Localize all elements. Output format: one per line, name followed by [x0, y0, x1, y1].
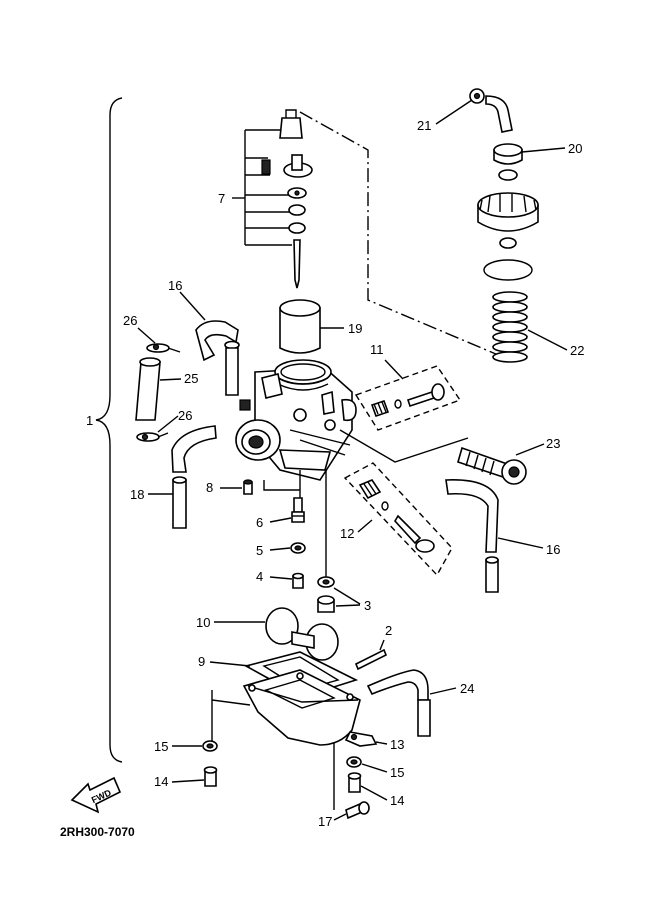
o-ring	[483, 259, 533, 281]
callout-22: 22	[570, 343, 584, 358]
part-24-drain-hose	[366, 669, 431, 737]
part-14-screw-right	[347, 772, 362, 793]
part-3-plug	[317, 576, 335, 613]
part-8-jet	[243, 479, 253, 495]
callout-26-bottom: 26	[178, 408, 192, 423]
part-26-clamp-bottom	[136, 432, 169, 442]
callout-20: 20	[568, 141, 582, 156]
group-brace	[95, 97, 123, 763]
callout-21: 21	[417, 118, 431, 133]
callout-15-left: 15	[154, 739, 168, 754]
callout-13: 13	[390, 737, 404, 752]
carburetor-top-cap	[477, 192, 539, 249]
fwd-arrow-icon: FWD	[70, 776, 122, 814]
group-label: 1	[86, 413, 93, 428]
callout-2: 2	[385, 623, 392, 638]
callout-15-right: 15	[390, 765, 404, 780]
callout-25: 25	[184, 371, 198, 386]
carburetor-body	[235, 359, 357, 481]
callout-23: 23	[546, 436, 560, 451]
part-code: 2RH300-7070	[60, 825, 135, 839]
part-2-float-pin	[354, 648, 388, 671]
callout-9: 9	[198, 654, 205, 669]
part-13-bracket	[344, 731, 378, 747]
assembly-guide-line	[299, 111, 511, 361]
part-21-elbow	[469, 88, 513, 133]
callout-16-right: 16	[546, 542, 560, 557]
float-bowl	[242, 669, 361, 746]
callout-6: 6	[256, 515, 263, 530]
part-15-washer-left	[202, 740, 218, 752]
part-22-spring	[492, 291, 528, 363]
callout-10: 10	[196, 615, 210, 630]
part-6-needle-jet	[291, 497, 305, 523]
callout-4: 4	[256, 569, 263, 584]
callout-19: 19	[348, 321, 362, 336]
callout-26-top: 26	[123, 313, 137, 328]
callout-17: 17	[318, 814, 332, 829]
part-26-clamp-top	[146, 343, 181, 353]
part-14-screw-left	[203, 766, 218, 787]
part-5-washer	[290, 542, 306, 554]
callout-24: 24	[460, 681, 474, 696]
part-20-cap	[493, 143, 523, 181]
callout-14-left: 14	[154, 774, 168, 789]
part-16-hose-right	[445, 479, 499, 593]
part-23-starter-plunger	[457, 446, 527, 485]
callout-18: 18	[130, 487, 144, 502]
part-25-tube	[135, 357, 161, 421]
part-17-screw	[345, 801, 370, 820]
part-12-idle-screw	[358, 479, 435, 553]
callout-16-top: 16	[168, 278, 182, 293]
callout-5: 5	[256, 543, 263, 558]
needle-assembly	[244, 109, 313, 289]
part-19-throttle-slide	[279, 299, 321, 354]
callout-12: 12	[340, 526, 354, 541]
part-11-box	[354, 365, 462, 431]
part-11-pilot-screw	[370, 383, 445, 418]
part-4-main-jet	[292, 572, 304, 589]
part-15-washer-right	[346, 756, 362, 768]
callout-8: 8	[206, 480, 213, 495]
part-18-hose	[171, 425, 217, 529]
part-12-box	[343, 462, 453, 577]
callout-7: 7	[218, 191, 225, 206]
part-10-float	[265, 607, 339, 661]
callout-14-right: 14	[390, 793, 404, 808]
callout-11: 11	[370, 342, 384, 357]
part-16-hose-top	[195, 320, 240, 396]
callout-3: 3	[364, 598, 371, 613]
